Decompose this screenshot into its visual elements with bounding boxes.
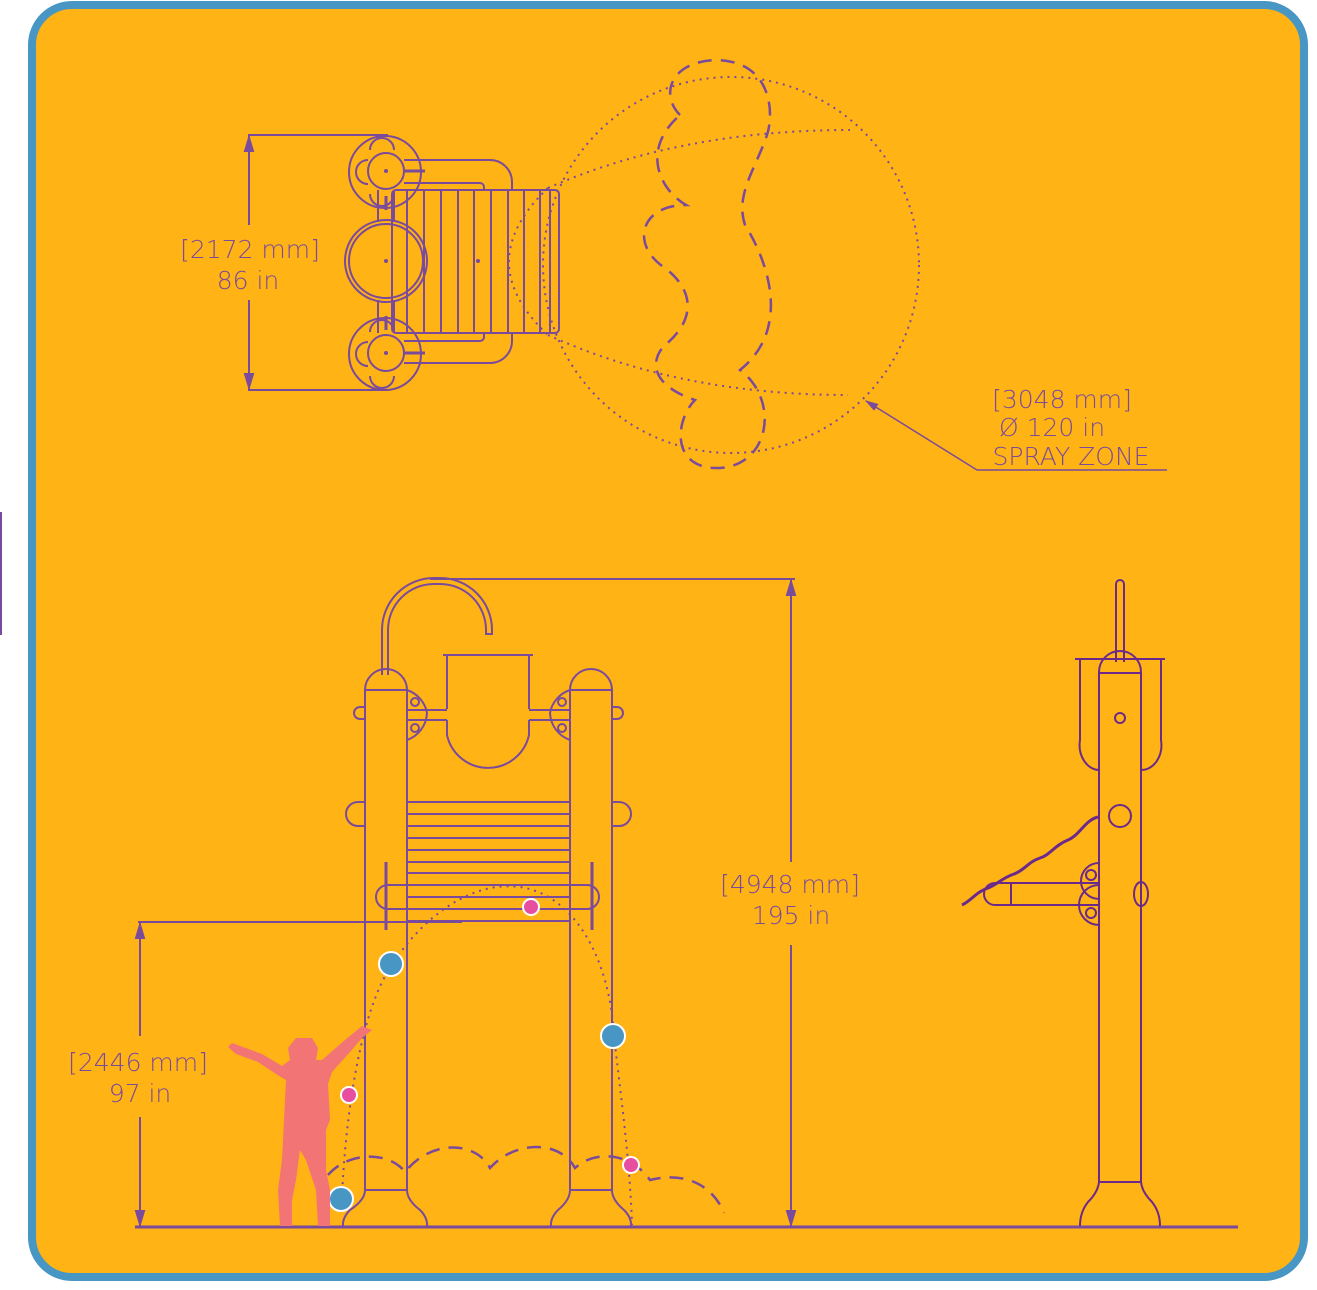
spout-pipe <box>381 577 493 675</box>
water-drop-pink <box>340 1086 358 1104</box>
spray-pattern-dashed <box>642 58 773 470</box>
total-height-in-label: 195 in <box>752 901 830 930</box>
water-drop-pink <box>622 1156 640 1174</box>
side-tab-marker <box>0 512 2 635</box>
spray-zone-in-label: Ø 120 in <box>999 413 1105 442</box>
water-arc-path <box>341 885 633 1226</box>
front-ladder <box>375 801 600 930</box>
top-post-top <box>348 135 513 209</box>
diagram-frame <box>28 1 1308 1281</box>
side-spray-stream <box>961 815 1099 907</box>
total-height-mm-label: [4948 mm] <box>720 870 860 899</box>
spray-zone-circle <box>508 76 920 454</box>
reach-height-in-label: 97 in <box>109 1079 172 1108</box>
water-drop-blue <box>378 951 404 977</box>
side-post <box>1079 650 1161 1227</box>
side-handle-bar <box>983 862 1100 926</box>
front-bucket <box>407 654 570 769</box>
reach-height-dimension-line <box>134 921 462 1228</box>
top-view: [2172 mm] 86 in <box>180 58 1167 471</box>
spray-zone-leader <box>864 400 1167 471</box>
front-view: [2446 mm] 97 in [4948 mm] 195 in <box>68 577 1238 1229</box>
width-mm-label: [2172 mm] <box>180 235 320 264</box>
total-height-dimension-line <box>430 578 797 1228</box>
top-post-bottom <box>348 317 513 391</box>
water-drop-pink <box>522 898 540 916</box>
side-bucket <box>1075 658 1165 772</box>
side-spout-tip <box>1115 579 1125 662</box>
width-dimension-line <box>243 134 388 391</box>
width-in-label: 86 in <box>217 266 280 295</box>
front-post-right <box>548 668 633 1228</box>
reach-height-mm-label: [2446 mm] <box>68 1048 208 1077</box>
water-drop-blue <box>328 1186 354 1212</box>
water-drop-blue <box>600 1023 626 1049</box>
side-view <box>961 579 1165 1227</box>
child-silhouette <box>228 1026 372 1226</box>
front-post-left <box>341 668 429 1228</box>
top-bucket <box>344 190 428 333</box>
ground-splash-dashed <box>327 1145 726 1214</box>
spray-zone-mm-label: [3048 mm] <box>992 385 1132 414</box>
spray-zone-title: SPRAY ZONE <box>993 442 1150 471</box>
top-ladder <box>391 189 560 334</box>
